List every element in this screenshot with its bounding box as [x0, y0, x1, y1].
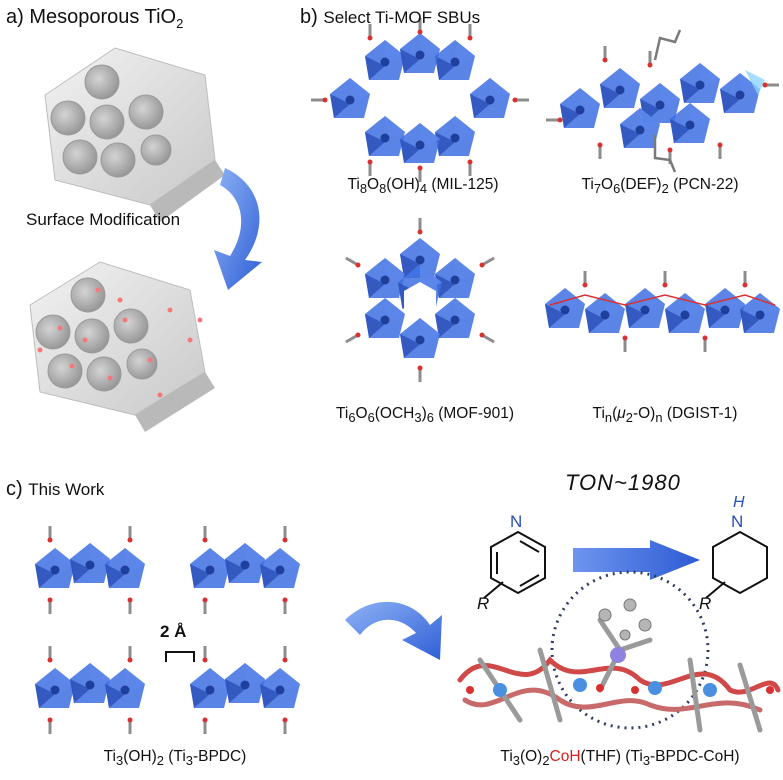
- panel-b-letter: b): [300, 6, 318, 28]
- piperidine-structure: [705, 530, 768, 599]
- sbu-caption-mof-901: Ti6O6(OCH3)6 (MOF-901): [335, 405, 515, 426]
- sbu-mof-901: [343, 216, 497, 384]
- panel-a-title-subscript: 2: [176, 16, 184, 31]
- ti3-bpdc-cluster-2: [190, 524, 300, 616]
- sbu-caption-dgist-1: Tin(μ2-O)n (DGIST-1): [592, 405, 738, 426]
- pyridine-n-label: N: [510, 512, 523, 531]
- ti3-bpdc-cluster-3: [35, 644, 145, 736]
- sbu-dgist-1: [545, 269, 780, 354]
- reaction-curved-arrow: [345, 601, 442, 660]
- piperidine-h-label: H: [733, 494, 745, 511]
- surface-modification-label: Surface Modification: [26, 210, 181, 229]
- sbu-caption-pcn-22: Ti7O6(DEF)2 (PCN-22): [581, 176, 739, 197]
- panel-b-title: b) Select Ti-MOF SBUs: [300, 6, 480, 29]
- piperidine-n-label: N: [731, 512, 744, 531]
- panel-a-title-text: Mesoporous TiO: [29, 6, 177, 28]
- panel-c-title: c) This Work: [6, 478, 104, 501]
- coh-highlight: CoH: [549, 748, 581, 765]
- panel-a-title: a) Mesoporous TiO2: [6, 6, 183, 31]
- ti3-bpdc-cluster-4: [190, 644, 300, 736]
- ti3-bpdc-coh-structure: [457, 570, 781, 733]
- sbu-pcn-22: [544, 29, 781, 173]
- sbu-caption-mil-125: Ti8O8(OH)4 (MIL-125): [347, 176, 499, 197]
- pyridine-r-label: R: [477, 594, 490, 613]
- pyridine-structure: [483, 530, 546, 599]
- sbu-mil-125: [309, 16, 531, 184]
- caption-ti3-bpdc-coh: Ti3(O)2CoH(THF) (Ti3-BPDC-CoH): [500, 748, 740, 769]
- spacing-label: 2 Å: [160, 622, 187, 641]
- panel-c-title-text: This Work: [28, 480, 105, 499]
- hydrogenation-arrow: [573, 540, 700, 580]
- ti3-bpdc-cluster-1: [35, 524, 145, 616]
- panel-c-letter: c): [6, 478, 23, 500]
- caption-ti3-bpdc: Ti3(OH)2 (Ti3-BPDC): [103, 748, 247, 769]
- spacing-bracket: [165, 651, 195, 662]
- panel-a-letter: a): [6, 6, 24, 28]
- piperidine-r-label: R: [699, 594, 712, 613]
- surface-modification-arrow: [214, 168, 262, 290]
- mesoporous-tio2-pristine: [44, 47, 225, 222]
- ton-label: TON~1980: [565, 470, 681, 495]
- panel-b-title-text: Select Ti-MOF SBUs: [323, 8, 481, 27]
- mesoporous-tio2-modified: [29, 261, 215, 432]
